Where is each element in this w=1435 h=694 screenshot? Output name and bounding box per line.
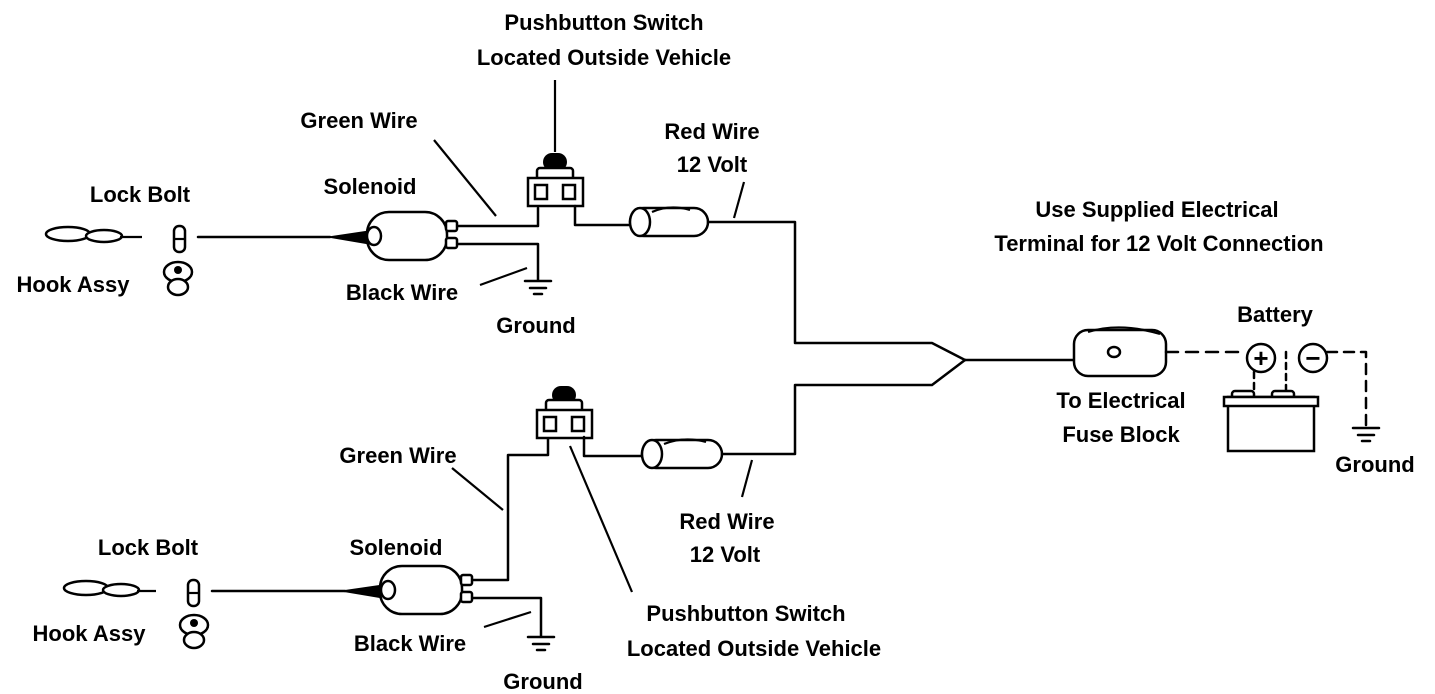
ground-symbol-icon <box>523 279 553 296</box>
top-green-wire <box>456 206 540 228</box>
connector-icon <box>628 206 710 238</box>
power-section: + − Use Supplied Electrical Terminal for… <box>963 197 1415 477</box>
bottom-green-wire <box>471 434 550 582</box>
ground-symbol-icon <box>526 635 556 652</box>
bottom-circuit: Green Wire Red Wire 12 Volt Lock Bolt So… <box>33 358 967 694</box>
terminal-note-line-2: Terminal for 12 Volt Connection <box>994 231 1323 256</box>
battery-label: Battery <box>1237 302 1314 327</box>
terminal-note-line-1: Use Supplied Electrical <box>1035 197 1278 222</box>
hook-assy-icon <box>162 224 194 297</box>
solenoid-icon <box>338 564 474 616</box>
pushbutton-switch-icon <box>526 153 585 208</box>
leader-top-red <box>732 181 746 219</box>
leader-bottom-green <box>451 467 504 511</box>
ground-symbol-icon <box>1351 426 1381 443</box>
leader-bottom-black <box>483 610 532 629</box>
top-hook-assy-label: Hook Assy <box>17 272 131 297</box>
top-ground-label: Ground <box>496 313 575 338</box>
top-switch-output-wire <box>573 204 634 227</box>
bottom-black-wire <box>471 596 543 638</box>
bottom-hook-assy-label: Hook Assy <box>33 621 147 646</box>
bottom-red-wire-label-2: 12 Volt <box>690 542 761 567</box>
solenoid-icon <box>325 210 459 262</box>
bottom-red-wire <box>720 358 967 456</box>
top-solenoid-label: Solenoid <box>324 174 417 199</box>
bottom-ground-label: Ground <box>503 669 582 694</box>
leader-bottom-red <box>740 459 754 498</box>
top-switch-label-2: Located Outside Vehicle <box>477 45 731 70</box>
battery-negative-terminal <box>1297 342 1329 374</box>
top-switch-label-1: Pushbutton Switch <box>504 10 703 35</box>
top-circuit: Pushbutton Switch Located Outside Vehicl… <box>17 10 967 362</box>
bottom-red-wire-label-1: Red Wire <box>679 509 774 534</box>
battery-negative-sign: − <box>1305 343 1320 373</box>
top-red-wire-label-1: Red Wire <box>664 119 759 144</box>
battery-positive-terminal <box>1245 342 1277 374</box>
battery-ground-dashed-wire <box>1325 350 1368 428</box>
leader-top-green <box>433 139 497 217</box>
battery-icon <box>1222 389 1320 453</box>
bottom-green-wire-label: Green Wire <box>339 443 456 468</box>
top-red-wire-label-2: 12 Volt <box>677 152 748 177</box>
bottom-solenoid-label: Solenoid <box>350 535 443 560</box>
bottom-switch-label-2: Located Outside Vehicle <box>627 636 881 661</box>
bottom-black-wire-label: Black Wire <box>354 631 466 656</box>
top-black-wire-label: Black Wire <box>346 280 458 305</box>
fuse-block-icon <box>1072 326 1168 378</box>
lock-bolt-icon <box>44 225 142 244</box>
connector-icon <box>640 438 724 470</box>
lock-bolt-icon <box>62 579 156 598</box>
leader-bottom-switch <box>568 445 634 593</box>
top-red-wire <box>706 220 967 362</box>
battery-terminals: + − <box>1245 342 1329 374</box>
fuse-block-label-2: Fuse Block <box>1062 422 1180 447</box>
top-lock-bolt-label: Lock Bolt <box>90 182 191 207</box>
battery-positive-sign: + <box>1253 343 1268 373</box>
top-black-wire <box>456 242 540 282</box>
pushbutton-switch-icon <box>535 386 594 440</box>
bottom-lock-bolt-label: Lock Bolt <box>98 535 199 560</box>
battery-ground-label: Ground <box>1335 452 1414 477</box>
fuse-block-label-1: To Electrical <box>1056 388 1185 413</box>
bottom-switch-label-1: Pushbutton Switch <box>646 601 845 626</box>
hook-assy-icon <box>178 578 210 650</box>
top-green-wire-label: Green Wire <box>300 108 417 133</box>
bottom-switch-output-wire <box>582 435 647 458</box>
leader-top-black <box>479 266 528 287</box>
